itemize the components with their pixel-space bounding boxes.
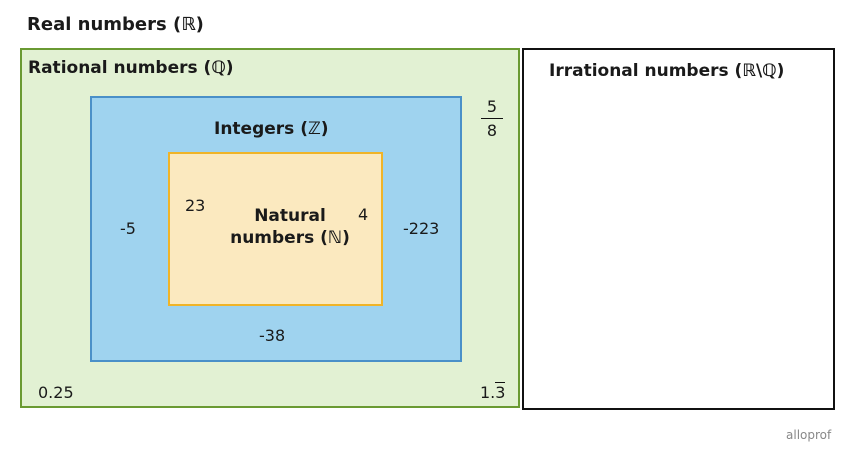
number-minus-38: -38 [259,326,286,345]
brand-logo: alloprof [786,428,832,442]
natural-numbers-label: Natural numbers (ℕ) [230,205,350,249]
number-1-3-repeating: 1.3 [480,382,506,402]
integers-label: Integers (ℤ) [214,119,329,139]
rational-numbers-label: Rational numbers (ℚ) [28,58,234,78]
number-minus-5: -5 [120,219,136,238]
number-0-25: 0.25 [38,383,74,402]
diagram-title: Real numbers (ℝ) [27,14,204,35]
irrational-numbers-set [522,48,835,410]
repeating-integer-part: 1. [480,383,496,402]
fraction-denominator: 8 [486,121,498,140]
repeating-digit: 3 [495,382,506,402]
natural-label-line2: numbers (ℕ) [230,228,350,248]
number-4: 4 [358,205,369,224]
fraction-bar [481,118,503,119]
fraction-5-8: 5 8 [481,97,503,140]
fraction-numerator: 5 [486,97,498,116]
irrational-numbers-label: Irrational numbers (ℝ\ℚ) [549,61,785,81]
natural-label-line1: Natural [254,206,326,226]
natural-numbers-set [168,152,383,306]
number-minus-223: -223 [403,219,440,238]
number-23: 23 [185,196,206,215]
